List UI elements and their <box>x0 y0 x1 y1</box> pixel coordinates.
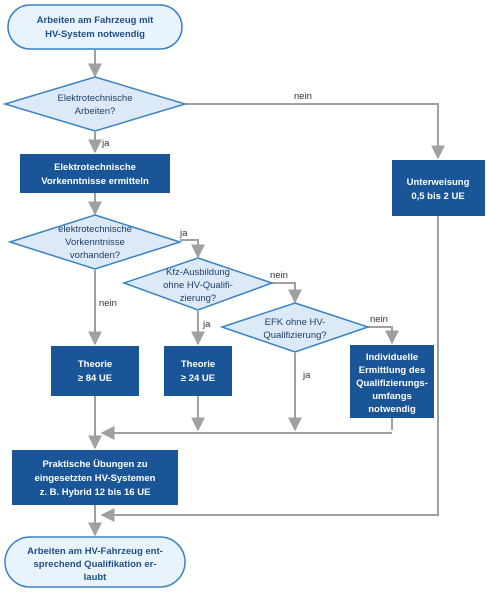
start-node-line1: Arbeiten am Fahrzeug mit <box>37 15 154 26</box>
svg-text:vorhanden?: vorhanden? <box>70 250 120 261</box>
svg-text:≥ 84 UE: ≥ 84 UE <box>78 373 112 384</box>
svg-text:ohne HV-Qualifi-: ohne HV-Qualifi- <box>163 280 233 291</box>
decision-efk-line1: EFK ohne HV- <box>265 317 326 328</box>
svg-text:Vorkenntnisse: Vorkenntnisse <box>65 237 125 248</box>
svg-text:laubt: laubt <box>84 572 108 583</box>
box-praxis-line2: eingesetzten HV-Systemen <box>35 473 156 484</box>
edge-label-vorkenntnisse-nein: nein <box>99 298 117 309</box>
svg-text:Elektrotechnische: Elektrotechnische <box>54 162 136 173</box>
svg-text:Theorie: Theorie <box>181 359 215 370</box>
box-vorkenntnisse-line2: Vorkenntnisse ermitteln <box>41 176 149 187</box>
box-vorkenntnisse-ermitteln: Elektrotechnische Vorkenntnisse ermittel… <box>20 154 170 193</box>
svg-text:Theorie: Theorie <box>78 359 112 370</box>
svg-text:0,5 bis 2 UE: 0,5 bis 2 UE <box>411 191 464 202</box>
decision-elektrotechnische-arbeiten: Elektrotechnische Arbeiten? <box>2 76 188 132</box>
svg-text:EFK ohne HV-: EFK ohne HV- <box>265 317 326 328</box>
box-unterweisung-line2: 0,5 bis 2 UE <box>411 191 464 202</box>
box-individuell-line4: umfangs <box>372 391 412 402</box>
svg-text:umfangs: umfangs <box>372 391 412 402</box>
end-node: Arbeiten am HV-Fahrzeug ent- sprechend Q… <box>4 536 186 588</box>
svg-text:notwendig: notwendig <box>368 404 416 415</box>
box-individuell-line3: Qualifizierungs- <box>356 378 428 389</box>
svg-text:z. B. Hybrid 12 bis 16 UE: z. B. Hybrid 12 bis 16 UE <box>40 487 151 498</box>
svg-text:Praktische Übungen zu: Praktische Übungen zu <box>42 459 147 470</box>
box-theorie84-line2: ≥ 84 UE <box>78 373 112 384</box>
box-vorkenntnisse-line1: Elektrotechnische <box>54 162 136 173</box>
edge-label-elektro-ja: ja <box>101 138 110 149</box>
svg-text:Arbeiten am Fahrzeug mit: Arbeiten am Fahrzeug mit <box>37 15 154 26</box>
box-theorie84-line1: Theorie <box>78 359 112 370</box>
edge-q-kfz-nein <box>272 282 302 304</box>
svg-text:zierung?: zierung? <box>180 293 216 304</box>
edge-label-kfz-ja: ja <box>202 319 211 330</box>
svg-text:elektrotechnische: elektrotechnische <box>58 224 132 235</box>
decision-elektro-line2: Arbeiten? <box>75 106 116 117</box>
start-node-line2: HV-System notwendig <box>45 29 145 40</box>
edge-label-efk-nein: nein <box>370 314 388 325</box>
svg-text:eingesetzten HV-Systemen: eingesetzten HV-Systemen <box>35 473 156 484</box>
decision-kfz-line3: zierung? <box>180 293 216 304</box>
decision-vorkenntnisse-line3: vorhanden? <box>70 250 120 261</box>
edge-label-vorkenntnisse-ja: ja <box>179 228 188 239</box>
decision-efk-line2: Qualifizierung? <box>263 330 326 341</box>
decision-vorkenntnisse-vorhanden: elektrotechnische Vorkenntnisse vorhande… <box>7 214 183 270</box>
edge-q-elektro-nein <box>185 103 445 160</box>
box-individuell-line5: notwendig <box>368 404 416 415</box>
decision-efk: EFK ohne HV- Qualifizierung? <box>219 302 371 353</box>
svg-text:Unterweisung: Unterweisung <box>407 177 470 188</box>
start-node: Arbeiten am Fahrzeug mit HV-System notwe… <box>7 4 183 50</box>
box-theorie24-line1: Theorie <box>181 359 215 370</box>
edge-q-efk-nein <box>368 326 399 345</box>
svg-text:Qualifizierungs-: Qualifizierungs- <box>356 378 428 389</box>
edge-label-kfz-nein: nein <box>270 270 288 281</box>
svg-text:Kfz-Ausbildung: Kfz-Ausbildung <box>166 267 230 278</box>
box-praxis-line3: z. B. Hybrid 12 bis 16 UE <box>40 487 151 498</box>
end-node-line3: laubt <box>84 572 108 583</box>
edge-label-elektro-nein: nein <box>294 91 312 102</box>
box-theorie-24: Theorie ≥ 24 UE <box>164 346 232 396</box>
box-individuell-line2: Ermittlung des <box>359 365 426 376</box>
svg-text:≥ 24 UE: ≥ 24 UE <box>181 373 215 384</box>
svg-text:Ermittlung des: Ermittlung des <box>359 365 426 376</box>
box-praktische-uebungen: Praktische Übungen zu eingesetzten HV-Sy… <box>12 450 178 505</box>
svg-text:Arbeiten am HV-Fahrzeug ent-: Arbeiten am HV-Fahrzeug ent- <box>27 546 163 557</box>
box-unterweisung: Unterweisung 0,5 bis 2 UE <box>392 160 485 216</box>
box-individuell-line1: Individuelle <box>366 352 418 363</box>
decision-vorkenntnisse-line1: elektrotechnische <box>58 224 132 235</box>
decision-elektro-line1: Elektrotechnische <box>58 93 133 104</box>
end-node-line1: Arbeiten am HV-Fahrzeug ent- <box>27 546 163 557</box>
box-theorie24-line2: ≥ 24 UE <box>181 373 215 384</box>
svg-text:Vorkenntnisse ermitteln: Vorkenntnisse ermitteln <box>41 176 149 187</box>
box-theorie-84: Theorie ≥ 84 UE <box>51 346 139 396</box>
edge-label-efk-ja: ja <box>302 370 311 381</box>
svg-text:Qualifizierung?: Qualifizierung? <box>263 330 326 341</box>
box-unterweisung-line1: Unterweisung <box>407 177 470 188</box>
svg-text:sprechend Qualifikation er-: sprechend Qualifikation er- <box>34 559 157 570</box>
decision-kfz-line1: Kfz-Ausbildung <box>166 267 230 278</box>
svg-text:Elektrotechnische: Elektrotechnische <box>58 93 133 104</box>
svg-text:Individuelle: Individuelle <box>366 352 418 363</box>
edge-unterweisung-to-end <box>100 216 439 522</box>
box-praxis-line1: Praktische Übungen zu <box>42 459 147 470</box>
decision-kfz-line2: ohne HV-Qualifi- <box>163 280 233 291</box>
end-node-line2: sprechend Qualifikation er- <box>34 559 157 570</box>
decision-vorkenntnisse-line2: Vorkenntnisse <box>65 237 125 248</box>
edge-q-vorkenntnisse-ja <box>180 239 205 259</box>
svg-text:Arbeiten?: Arbeiten? <box>75 106 116 117</box>
decision-kfz-ausbildung: Kfz-Ausbildung ohne HV-Qualifi- zierung? <box>121 257 275 311</box>
svg-text:HV-System notwendig: HV-System notwendig <box>45 29 145 40</box>
box-individuelle-ermittlung: Individuelle Ermittlung des Qualifizieru… <box>350 345 434 418</box>
